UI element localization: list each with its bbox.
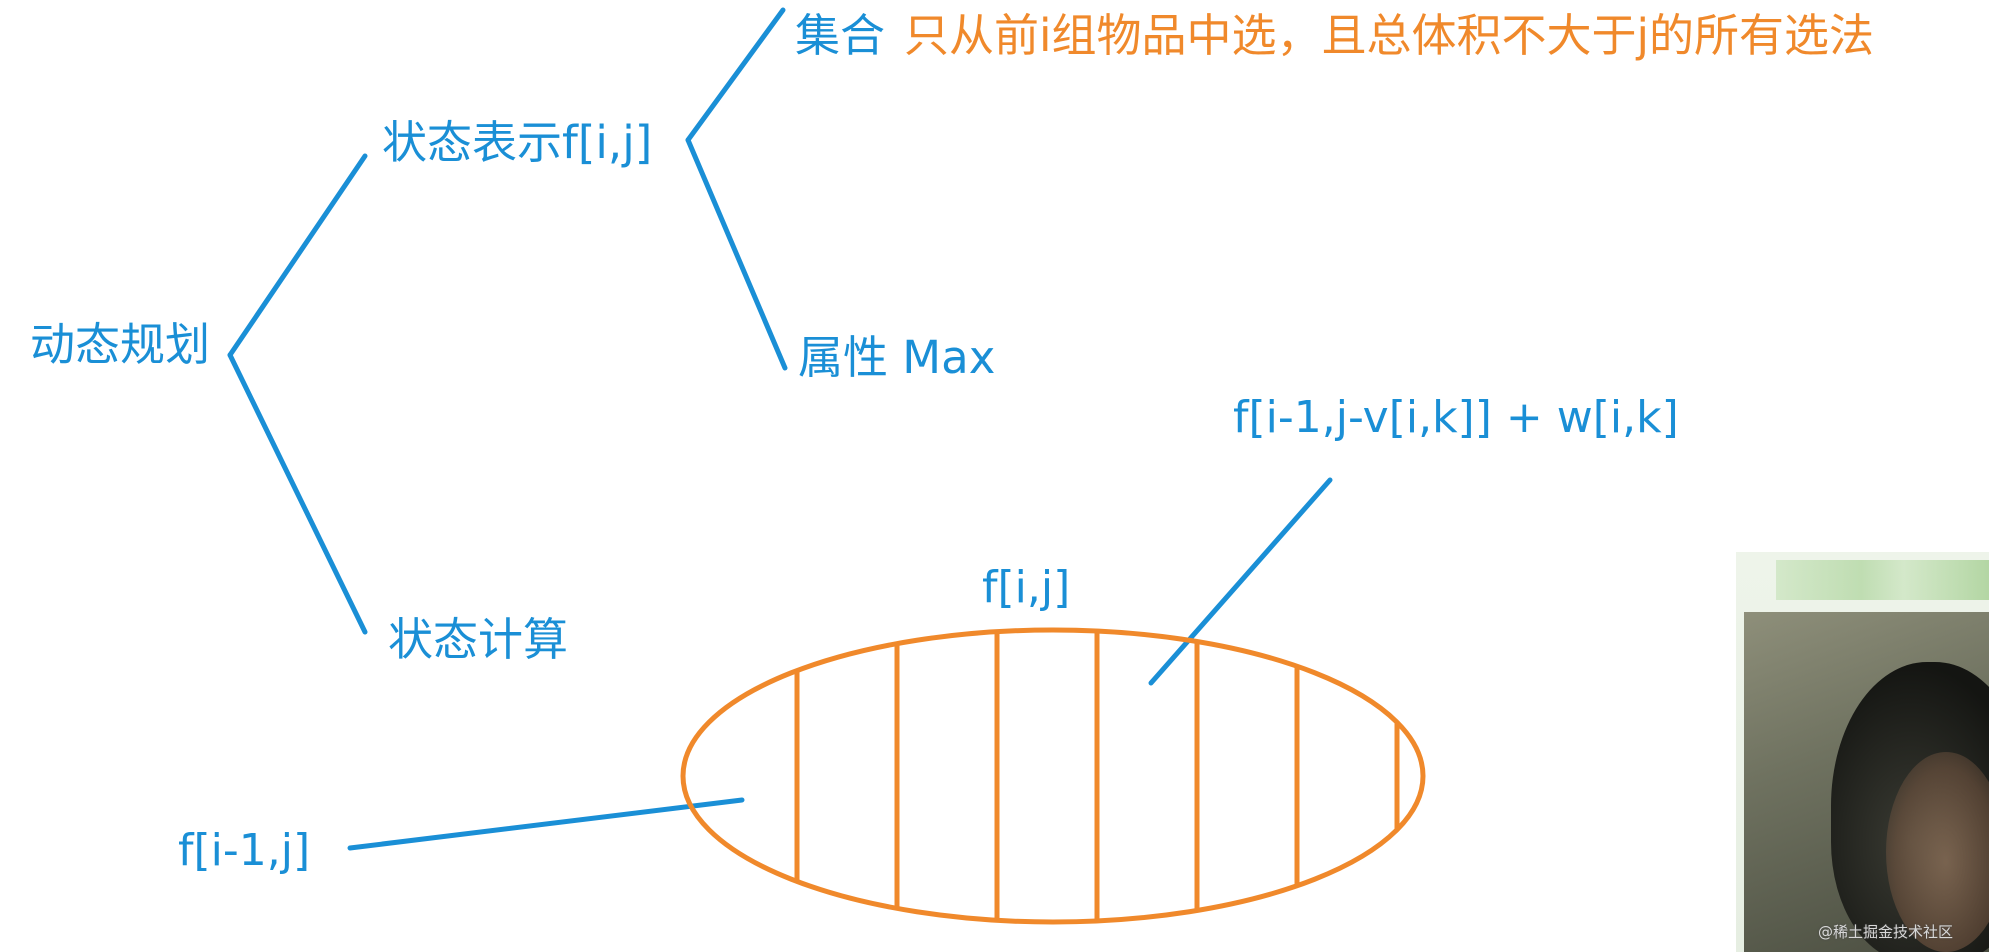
root-node-label: 动态规划: [30, 318, 211, 371]
attribute-label: 属性 Max: [798, 331, 996, 384]
ellipse-outline: [680, 627, 1426, 925]
right-transition-label: f[i-1,j-v[i,k]] + w[i,k]: [1233, 392, 1679, 443]
state-representation-label: 状态表示f[i,j]: [382, 116, 653, 169]
set-label: 集合: [795, 9, 886, 62]
branch-line-state-rep-to-set: [685, 7, 786, 143]
branch-line-root-to-state-comp: [227, 352, 368, 635]
webcam-face-shape: [1886, 752, 1989, 952]
ellipse-title-label: f[i,j]: [982, 562, 1071, 613]
webcam-top-strip: [1776, 560, 1989, 600]
set-description-label: 只从前i组物品中选，且总体积不大于j的所有选法: [904, 9, 1875, 62]
branch-line-root-to-state-rep: [227, 153, 368, 358]
pointer-line-left-label: [347, 797, 745, 851]
watermark-text: @稀土掘金技术社区: [1818, 923, 1954, 941]
left-transition-label: f[i-1,j]: [178, 825, 311, 876]
state-computation-label: 状态计算: [388, 613, 569, 666]
pointer-line-right-label: [1148, 477, 1333, 686]
state-set-ellipse: [680, 627, 1426, 925]
branch-line-state-rep-to-attr: [685, 137, 788, 371]
webcam-overlay: [1736, 552, 1989, 952]
